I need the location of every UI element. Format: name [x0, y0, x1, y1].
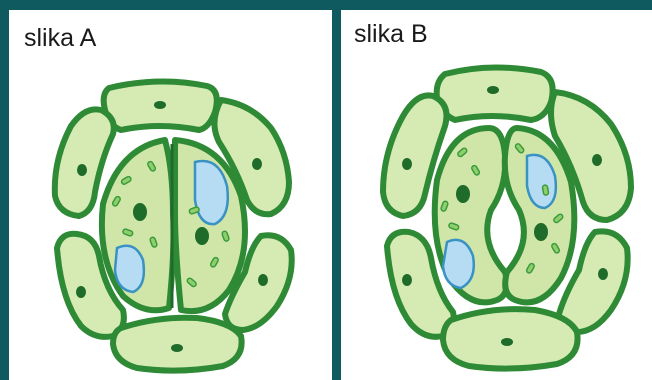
nucleus-icon — [252, 158, 262, 170]
vacuole-icon — [443, 240, 474, 288]
nucleus-icon — [76, 286, 86, 298]
nucleus-icon — [77, 164, 87, 176]
nucleus-icon — [592, 154, 602, 166]
stoma-open-diagram — [341, 10, 652, 380]
stoma-closed-diagram — [9, 10, 332, 380]
nucleus-icon — [258, 274, 268, 286]
panel-stoma-open: slika B — [341, 10, 652, 380]
nucleus-icon — [534, 223, 548, 241]
nucleus-icon — [487, 86, 499, 94]
nucleus-icon — [133, 203, 147, 221]
nucleus-icon — [501, 338, 513, 346]
vacuole-icon — [115, 246, 144, 292]
nucleus-icon — [195, 227, 209, 245]
nucleus-icon — [598, 268, 608, 280]
chloroplast-icon — [542, 185, 549, 196]
nucleus-icon — [402, 274, 412, 286]
nucleus-icon — [154, 101, 166, 109]
nucleus-icon — [402, 158, 412, 170]
panel-stoma-closed: slika A — [9, 10, 332, 380]
nucleus-icon — [456, 185, 470, 203]
nucleus-icon — [171, 344, 183, 352]
